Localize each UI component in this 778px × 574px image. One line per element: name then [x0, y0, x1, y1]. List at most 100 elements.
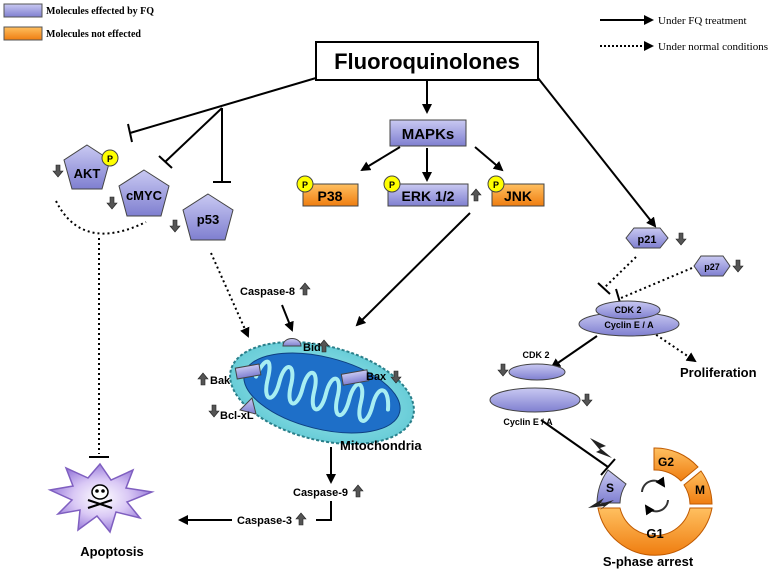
svg-text:P: P [493, 180, 499, 190]
akt-cmyc-curve [55, 200, 147, 235]
erk-phospho [383, 175, 401, 193]
p21-inhibit-bar [597, 282, 611, 295]
legend-not-affected-swatch [3, 26, 43, 41]
bak-label: Bak [210, 375, 231, 387]
legend-affected-label: Molecules effected by FQ [46, 6, 154, 17]
bclxl-label: Bcl-xL [220, 410, 254, 422]
legend: Molecules effected by FQ Molecules not e… [3, 3, 768, 53]
bak-protein [234, 363, 262, 380]
bax-down-icon [390, 370, 402, 384]
akt-phospho [101, 149, 119, 167]
p53-node: p53 [182, 193, 234, 241]
svg-text:Cyclin E / A: Cyclin E / A [604, 320, 654, 330]
regulation-arrows [52, 164, 744, 526]
svg-text:P: P [389, 180, 395, 190]
connectors [127, 77, 657, 525]
legend-dotted-label: Under normal conditions [658, 41, 768, 53]
skull-icon [87, 484, 113, 509]
caspase8-up-icon [299, 282, 311, 296]
caspase3-up-icon [295, 512, 307, 526]
bid-up-icon [318, 339, 330, 353]
svg-text:P38: P38 [318, 188, 343, 204]
svg-text:p53: p53 [197, 212, 219, 227]
bak-up-icon [197, 372, 209, 386]
jnk-node: JNK P [487, 175, 545, 207]
cycle-arrows-icon [641, 476, 666, 493]
cdk2-down-icon [497, 363, 509, 377]
svg-text:ERK 1/2: ERK 1/2 [402, 188, 455, 204]
svg-text:JNK: JNK [504, 188, 532, 204]
svg-text:p27: p27 [704, 262, 720, 272]
caspase9-up-icon [352, 484, 364, 498]
akt-node: AKT P [63, 144, 119, 190]
cdk2-cyclin-complex: CDK 2 Cyclin E / A [578, 300, 680, 337]
mitochondria-label: Mitochondria [340, 438, 422, 453]
caspase8-label: Caspase-8 [240, 286, 295, 298]
dotted-connectors [55, 200, 697, 454]
p27-to-complex-inhibit [620, 267, 693, 299]
g2-segment [653, 447, 699, 482]
bclxl-protein [239, 397, 257, 415]
cmyc-inhibit-bar [158, 155, 173, 169]
erk-to-mito-arrow [355, 212, 471, 327]
bclxl-down-icon [208, 404, 220, 418]
p38-phospho [296, 175, 314, 193]
m-segment [683, 470, 713, 505]
g2-label: G2 [658, 455, 674, 469]
mapks-to-jnk-arrow [474, 146, 504, 172]
p27-node: p27 [693, 255, 731, 277]
cmyc-node: cMYC [118, 169, 170, 217]
mapks-to-p38-arrow [360, 146, 401, 172]
svg-text:MAPKs: MAPKs [402, 126, 455, 143]
bid-label: Bid [303, 342, 321, 354]
g1-label: G1 [646, 526, 663, 541]
caspase8-to-bid-arrow [281, 304, 294, 332]
caspase3-label: Caspase-3 [237, 515, 292, 527]
legend-solid-label: Under FQ treatment [658, 15, 747, 27]
cell-cycle-ring [588, 438, 713, 556]
svg-text:AKT: AKT [74, 166, 101, 181]
bid-protein [282, 338, 302, 347]
p21-node: p21 [625, 227, 669, 249]
bax-protein [340, 369, 370, 386]
p53-to-mito-arrow [210, 252, 250, 338]
legend-affected-swatch [3, 3, 43, 18]
akt-inhibit-bar [127, 123, 133, 143]
cmyc-down-icon [106, 196, 118, 210]
fq-to-cmyc-inhibit [164, 107, 223, 163]
caspase9-to-caspase3-line [316, 501, 332, 521]
sphase-label: S-phase arrest [603, 554, 694, 569]
akt-down-icon [52, 164, 64, 178]
svg-text:CDK 2: CDK 2 [522, 350, 549, 360]
g1-segment [597, 507, 713, 556]
cdk2-node: CDK 2 [508, 350, 566, 381]
p38-node: P38 P [296, 175, 359, 207]
erk-node: ERK 1/2 P [383, 175, 469, 207]
s-label: S [606, 481, 614, 495]
fluoroquinolones-title: Fluoroquinolones [334, 49, 520, 74]
svg-text:Cyclin E / A: Cyclin E / A [503, 417, 553, 427]
fluoroquinolones-box: Fluoroquinolones [315, 41, 539, 81]
svg-text:CDK 2: CDK 2 [614, 305, 641, 315]
jnk-phospho [487, 175, 505, 193]
m-label: M [695, 483, 705, 497]
cyclin-node: Cyclin E / A [489, 387, 581, 427]
p53-down-icon [169, 219, 181, 233]
svg-text:cMYC: cMYC [126, 188, 163, 203]
svg-text:P: P [302, 180, 308, 190]
legend-not-affected-label: Molecules not effected [46, 29, 141, 40]
p27-down-icon [732, 259, 744, 273]
svg-text:p21: p21 [638, 234, 657, 246]
fq-to-p21-arrow [537, 77, 657, 228]
cyclin-to-s-inhibit [540, 419, 609, 468]
erk-up-icon [470, 188, 482, 202]
svg-text:P: P [107, 154, 113, 164]
p21-down-icon [675, 232, 687, 246]
fq-to-akt-inhibit [129, 77, 317, 134]
complex-to-proliferation-arrow [651, 331, 697, 363]
caspase9-label: Caspase-9 [293, 487, 348, 499]
mapks-node: MAPKs [389, 119, 467, 147]
complex-to-cdk2-arrow [550, 335, 598, 369]
proliferation-label: Proliferation [680, 365, 757, 380]
